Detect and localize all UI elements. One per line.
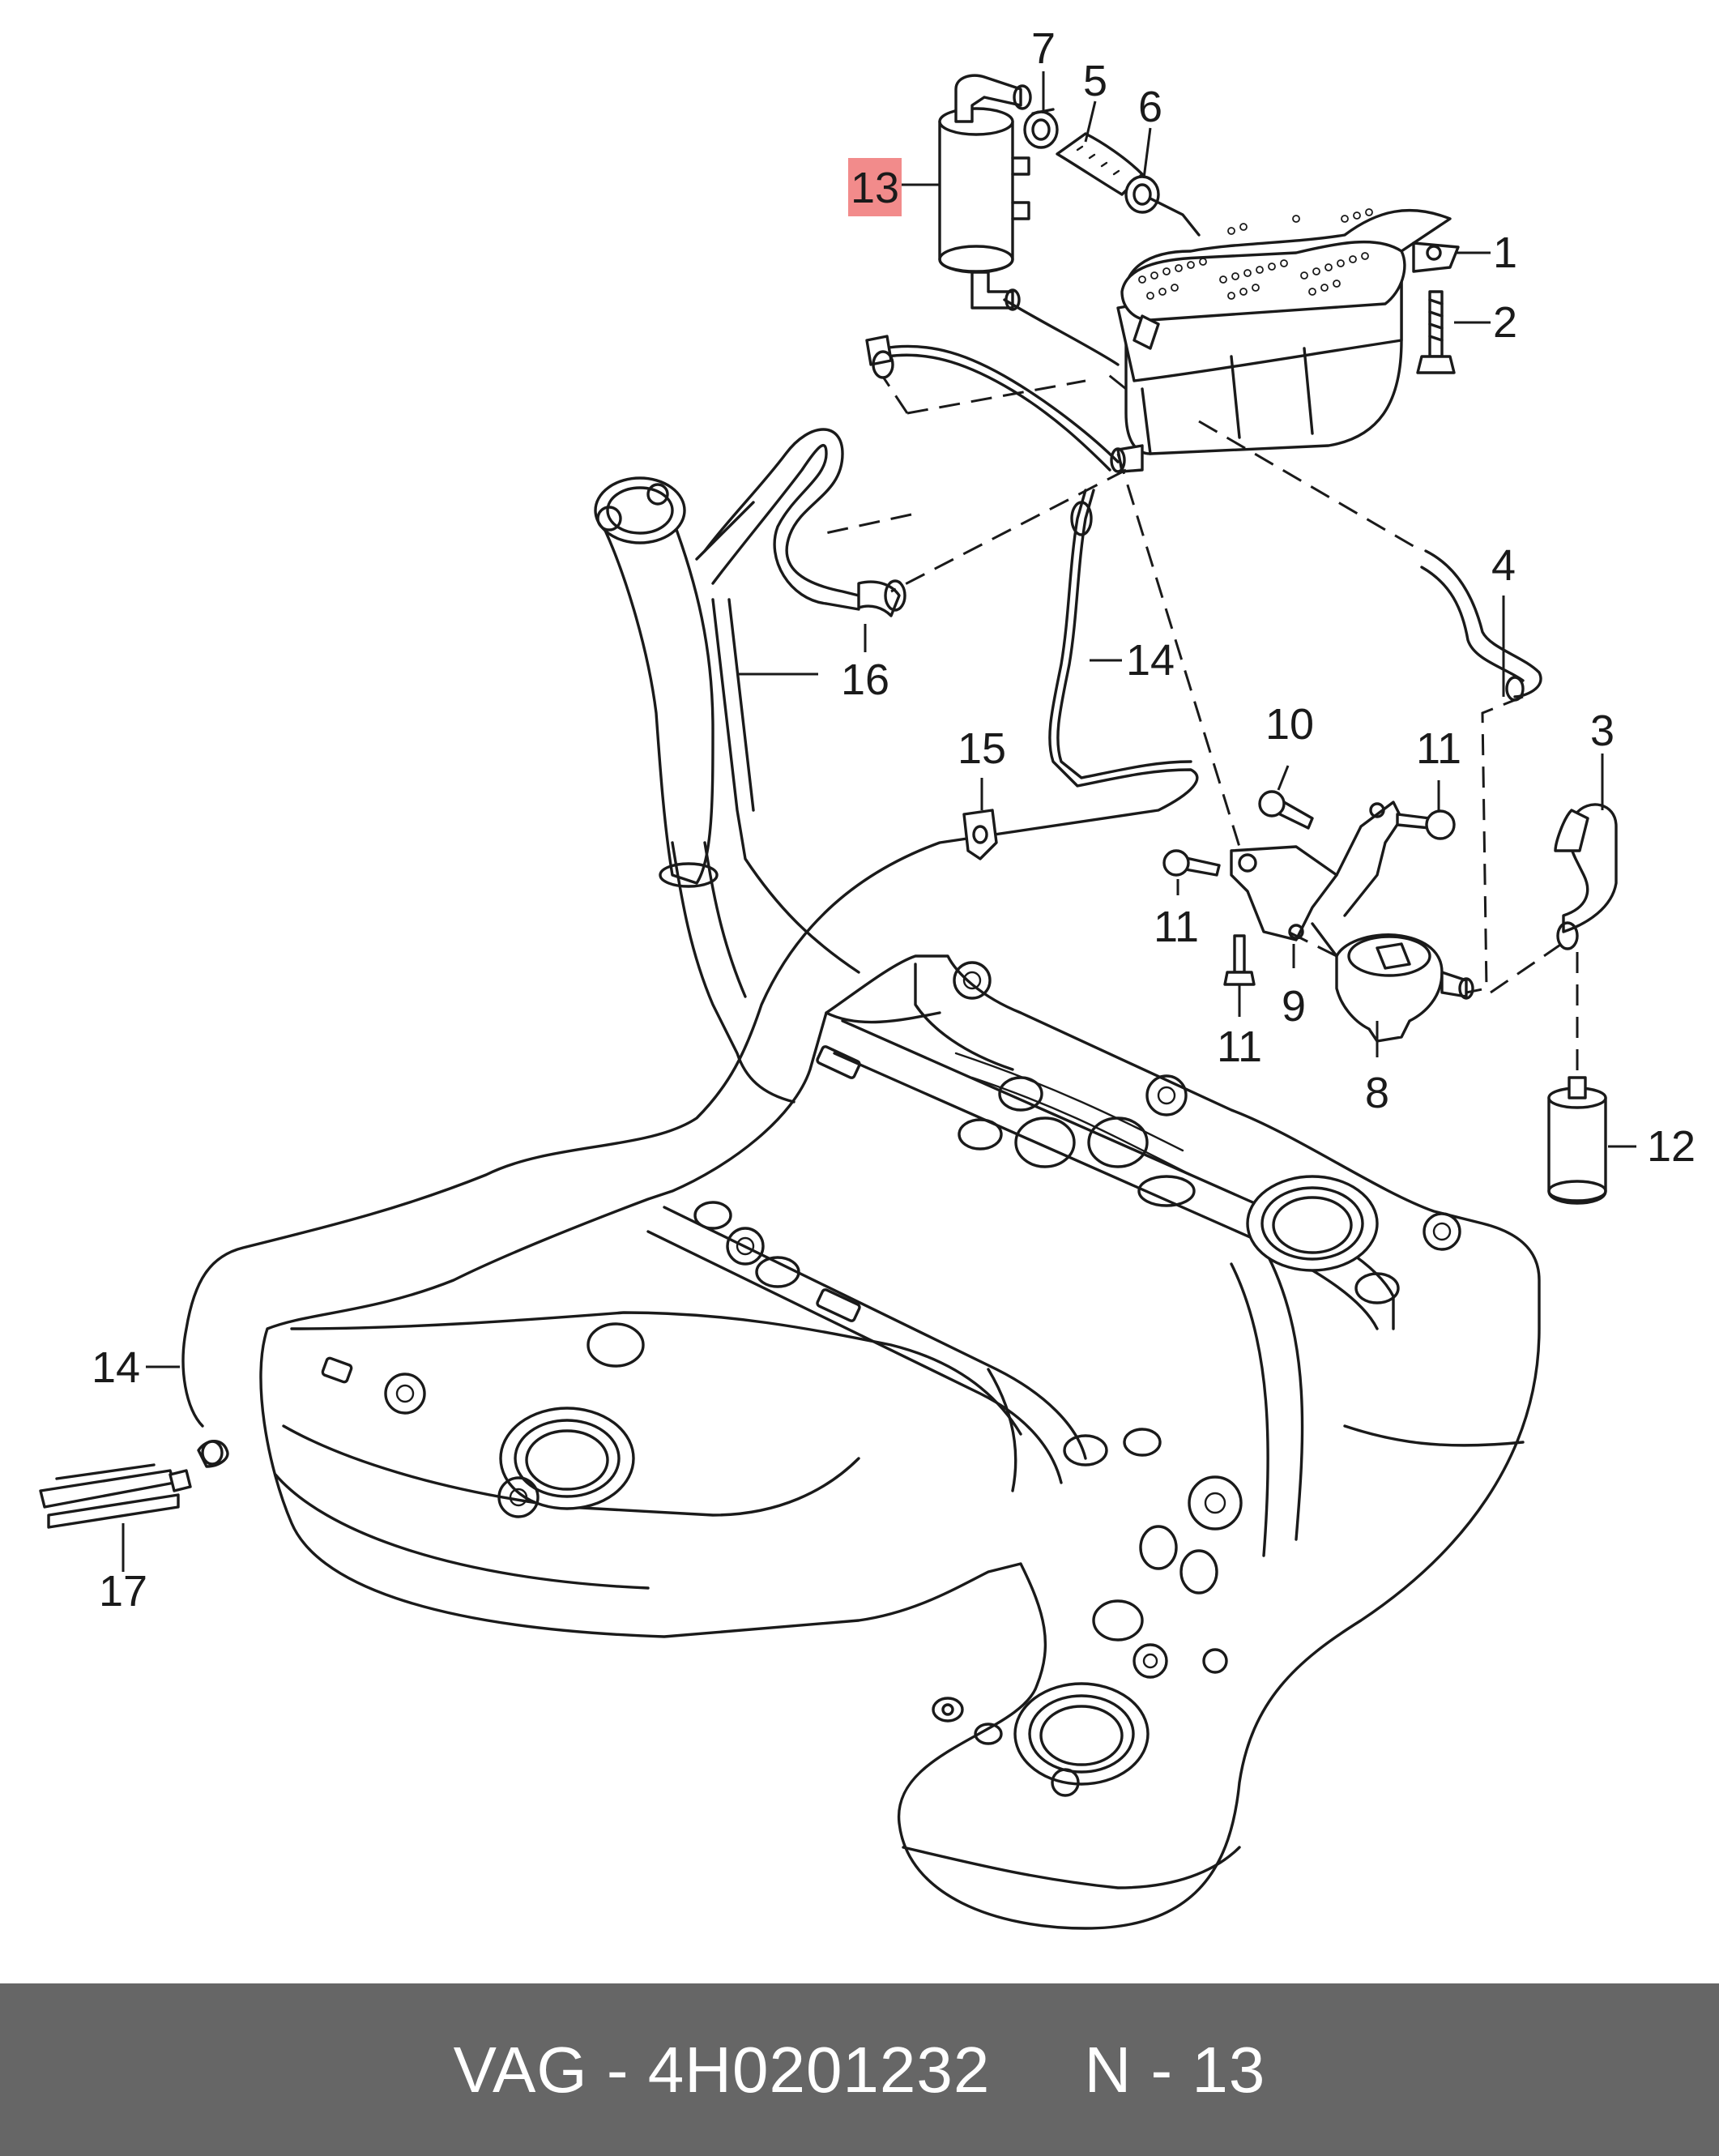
tank-recesses	[321, 1045, 1400, 1745]
clip-15	[962, 809, 998, 860]
callout-13: 13	[851, 164, 899, 212]
footer-position: N - 13	[1084, 2033, 1266, 2106]
clamp-7	[1023, 108, 1059, 149]
footer-brand: VAG	[453, 2033, 588, 2106]
callout-5: 5	[1083, 57, 1107, 105]
canister-perforations	[1138, 208, 1373, 300]
callout-16: 16	[841, 655, 889, 704]
footer-separator: -	[587, 2033, 648, 2106]
clamp-6	[1124, 175, 1160, 214]
hose-5	[1056, 132, 1144, 196]
tank-opening-front	[1013, 1682, 1150, 1786]
callout-15: 15	[958, 724, 1006, 773]
bolt-11-left	[1162, 849, 1221, 877]
carbon-canister	[1110, 208, 1460, 473]
bolt-11-lower	[1223, 934, 1256, 986]
parts-diagram: 13 7 5 6 1 2 4 3 16 14 15 10 11 11 9 11 …	[39, 24, 1696, 1930]
tank-bosses	[384, 961, 1461, 1797]
tank-opening-left	[499, 1407, 635, 1510]
hose-4	[1420, 549, 1542, 702]
bolt-10	[1258, 790, 1314, 830]
hose-3	[1554, 803, 1618, 950]
callout-4: 4	[1491, 541, 1516, 590]
part-13-filter	[938, 74, 1032, 311]
callout-11-left: 11	[1154, 903, 1199, 951]
callout-13-highlight	[848, 158, 902, 216]
callout-9: 9	[1282, 982, 1306, 1031]
callout-11-lower: 11	[1217, 1022, 1262, 1071]
filter-12	[1547, 1076, 1607, 1205]
callout-14-upper: 14	[1126, 636, 1175, 685]
hose-16-elbow	[857, 579, 906, 617]
bolt-11-right	[1396, 809, 1456, 840]
callout-14-lower: 14	[92, 1343, 140, 1392]
tank-opening-rear-right	[1246, 1175, 1379, 1272]
callout-2: 2	[1493, 298, 1517, 347]
callout-11-right: 11	[1416, 724, 1461, 773]
vent-line-16b	[711, 443, 860, 611]
callout-10: 10	[1265, 700, 1314, 749]
assembly-lines	[817, 371, 1579, 1078]
bracket-9	[1230, 800, 1403, 941]
footer-part-number: 4H0201232	[647, 2033, 991, 2106]
callout-labels: 13 7 5 6 1 2 4 3 16 14 15 10 11 11 9 11 …	[92, 24, 1696, 1616]
leader-lines	[122, 71, 1636, 1572]
callout-3: 3	[1590, 707, 1614, 755]
line-14	[181, 489, 1199, 1428]
callout-6: 6	[1138, 83, 1162, 131]
callout-8: 8	[1365, 1069, 1389, 1117]
callout-17: 17	[99, 1567, 147, 1616]
valve-8	[1311, 922, 1474, 1043]
callout-12: 12	[1647, 1122, 1696, 1171]
bolt-2	[1416, 290, 1456, 374]
hose-elbow-top	[865, 335, 894, 379]
footer-bar: VAG - 4H0201232 N - 13	[0, 1983, 1719, 2156]
callout-7: 7	[1031, 24, 1056, 73]
fuel-tank	[259, 954, 1541, 1930]
vent-line-16	[703, 428, 877, 601]
filler-neck	[594, 476, 796, 1104]
footer-gap	[990, 2034, 1084, 2106]
callout-1: 1	[1493, 228, 1517, 277]
connector-17	[39, 1440, 229, 1529]
footer-caption: VAG - 4H0201232 N - 13	[454, 2033, 1266, 2107]
